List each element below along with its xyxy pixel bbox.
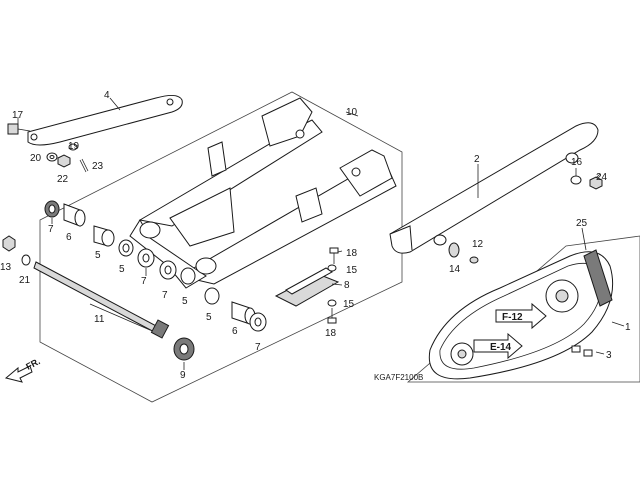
bolt-17[interactable] <box>7 123 31 135</box>
part-label-8: 8 <box>344 280 350 291</box>
svg-text:F-12: F-12 <box>502 312 523 323</box>
torque-link[interactable] <box>27 94 183 146</box>
ref-arrow-f12[interactable]: F-12 <box>495 302 547 330</box>
bolt-18-b[interactable] <box>327 308 337 324</box>
washer-21[interactable] <box>21 254 31 266</box>
collar-12[interactable] <box>469 256 479 264</box>
dust-seal-7-d[interactable] <box>249 312 267 332</box>
front-direction-arrow: FR. <box>4 356 42 383</box>
swingarm-group-box <box>39 91 403 403</box>
washer-15-a[interactable] <box>327 264 337 272</box>
grommet-16[interactable] <box>570 175 582 185</box>
grommet-14[interactable] <box>448 242 460 258</box>
part-label-4: 4 <box>104 90 110 101</box>
part-label-1: 1 <box>625 322 631 333</box>
pivot-nut-13[interactable] <box>2 235 16 252</box>
chain-slider-8[interactable] <box>274 267 340 307</box>
part-label-3: 3 <box>606 350 612 361</box>
chain-case-2[interactable] <box>389 122 599 254</box>
part-label-5d: 5 <box>206 312 212 323</box>
part-label-13: 13 <box>0 262 12 273</box>
part-label-2: 2 <box>474 154 480 165</box>
part-label-7b: 7 <box>141 276 147 287</box>
master-link-3[interactable] <box>571 345 593 357</box>
part-label-11: 11 <box>94 314 105 325</box>
bearing-5-a[interactable] <box>93 225 115 247</box>
swingarm[interactable] <box>129 97 397 289</box>
chain-links <box>583 249 613 307</box>
svg-text:E-14: E-14 <box>490 342 512 353</box>
diagram-code: KGA7F2100B <box>374 373 423 382</box>
bearing-5-d[interactable] <box>204 287 220 305</box>
part-label-20: 20 <box>30 153 42 164</box>
part-label-18a: 18 <box>346 248 358 259</box>
part-label-14: 14 <box>449 264 461 275</box>
washer-20[interactable] <box>46 152 58 162</box>
part-label-9: 9 <box>180 370 186 381</box>
part-label-6b: 6 <box>232 326 238 337</box>
part-label-7c: 7 <box>162 290 168 301</box>
pivot-bolt-11[interactable] <box>33 261 170 339</box>
part-label-24: 24 <box>596 172 608 183</box>
bolt-24[interactable] <box>589 176 603 190</box>
dust-seal-7-a[interactable] <box>44 200 60 218</box>
part-label-19: 19 <box>68 141 80 152</box>
part-label-10: 10 <box>346 107 358 118</box>
bearing-5-c[interactable] <box>180 267 196 285</box>
part-label-15b: 15 <box>343 299 355 310</box>
part-label-12: 12 <box>472 239 484 250</box>
part-label-25: 25 <box>576 218 588 229</box>
svg-text:FR.: FR. <box>24 356 41 372</box>
part-label-5a: 5 <box>95 250 101 261</box>
part-label-22: 22 <box>57 174 69 185</box>
pivot-cap-9[interactable] <box>173 337 195 361</box>
dust-seal-7-b[interactable] <box>137 248 155 268</box>
leader-lines <box>17 97 625 370</box>
part-label-6a: 6 <box>66 232 72 243</box>
cotter-pin-23[interactable] <box>79 158 89 173</box>
washer-15-b[interactable] <box>327 299 337 307</box>
dust-seal-7-c[interactable] <box>159 260 177 280</box>
rear-sprocket <box>545 279 579 313</box>
part-label-17: 17 <box>12 110 24 121</box>
nut-22[interactable] <box>57 154 71 168</box>
part-label-16: 16 <box>571 157 583 168</box>
part-label-5b: 5 <box>119 264 125 275</box>
part-label-5c: 5 <box>182 296 188 307</box>
part-label-21: 21 <box>19 275 31 286</box>
part-label-15a: 15 <box>346 265 358 276</box>
front-sprocket <box>450 342 474 366</box>
part-label-23: 23 <box>92 161 104 172</box>
bearing-5-b[interactable] <box>118 239 134 257</box>
part-labels: 1 2 3 4 5 5 5 5 6 6 7 7 7 7 8 9 10 11 12… <box>0 90 631 381</box>
bolt-18-a[interactable] <box>329 247 339 264</box>
washer-19[interactable] <box>68 143 78 151</box>
part-label-7d: 7 <box>255 342 261 353</box>
part-label-18b: 18 <box>325 328 337 339</box>
collar-6-a[interactable] <box>63 203 86 227</box>
ref-arrow-e14[interactable]: E-14 <box>473 332 523 360</box>
part-label-7a: 7 <box>48 224 54 235</box>
